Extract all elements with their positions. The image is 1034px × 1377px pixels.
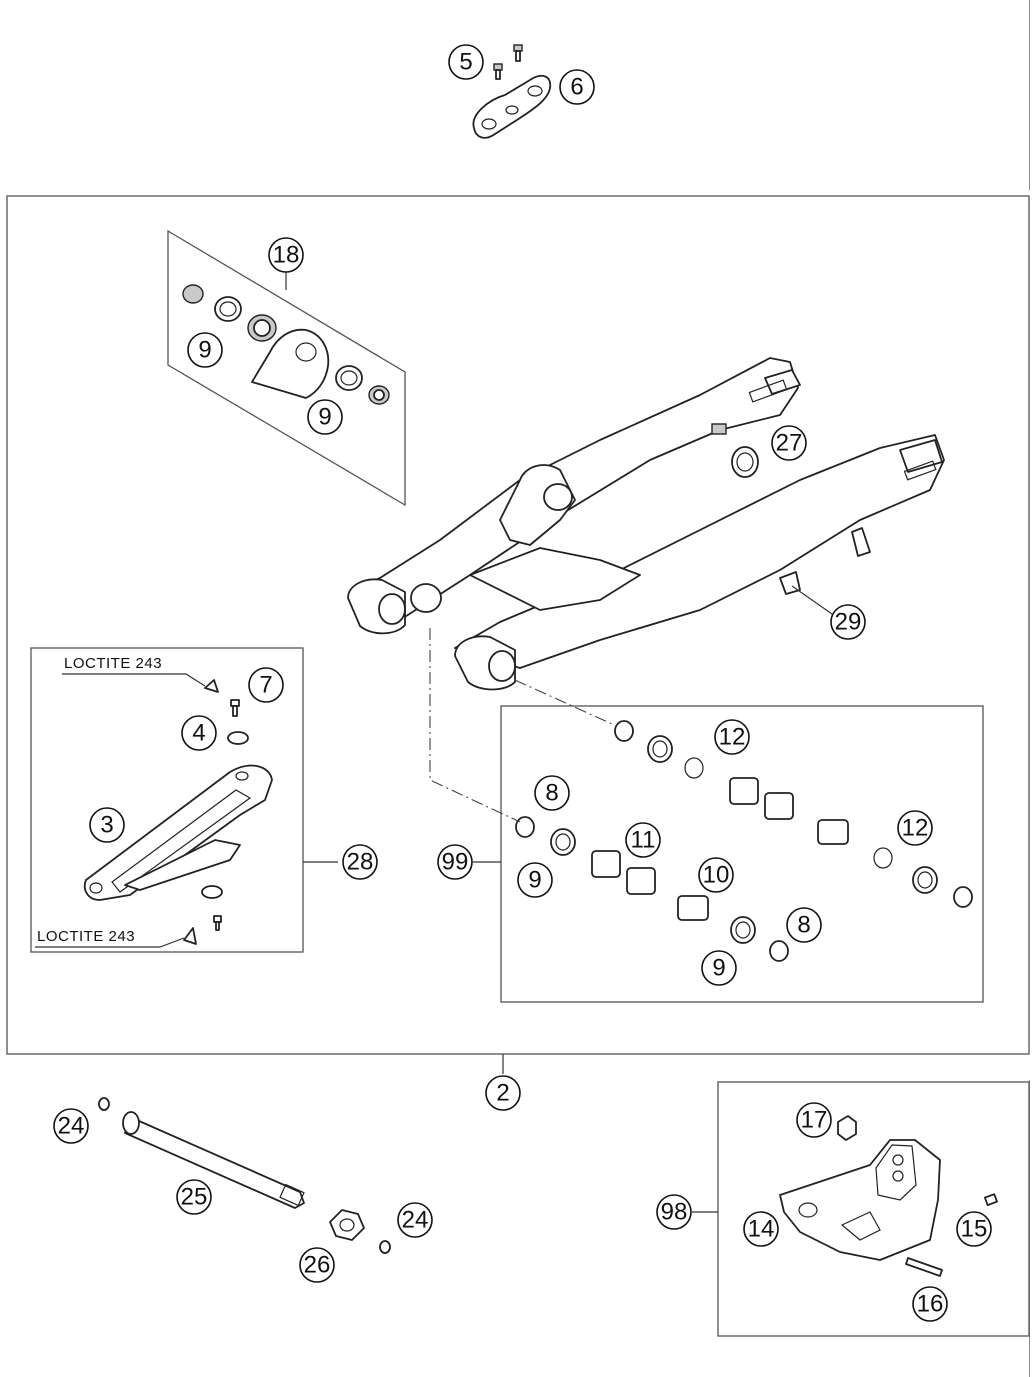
- svg-text:LOCTITE 243: LOCTITE 243: [37, 928, 135, 945]
- pivot-shaft-parts: [98, 1097, 391, 1254]
- callout-26: 26: [299, 1247, 335, 1283]
- chain-slider-frame: [30, 647, 304, 953]
- pivot-axis-line-upper: [514, 679, 613, 725]
- svg-text:26: 26: [304, 1252, 331, 1279]
- leader-29: [791, 585, 833, 615]
- callout-10: 10: [698, 857, 734, 893]
- main-assembly-frame: [6, 195, 1030, 1055]
- callout-24b: 24: [397, 1202, 433, 1238]
- pivot-kit-frame: [167, 229, 406, 507]
- callout-16: 16: [912, 1286, 948, 1322]
- svg-text:25: 25: [181, 1184, 208, 1211]
- svg-text:8: 8: [545, 780, 558, 807]
- swingarm: [347, 357, 945, 691]
- callout-9c: 9: [517, 862, 553, 898]
- callout-12b: 12: [897, 810, 933, 846]
- ring-part-27: [731, 446, 759, 478]
- svg-text:28: 28: [347, 849, 374, 876]
- bearing-kit-frame: [500, 705, 984, 1003]
- svg-text:8: 8: [797, 912, 810, 939]
- callout-11: 11: [625, 822, 661, 858]
- svg-text:29: 29: [835, 609, 862, 636]
- pivot-kit-parts: [182, 284, 390, 405]
- callout-4: 4: [181, 715, 217, 751]
- svg-text:18: 18: [273, 242, 300, 269]
- callout-18: 18: [268, 237, 304, 273]
- svg-text:14: 14: [748, 1216, 775, 1243]
- callout-12a: 12: [714, 719, 750, 755]
- callout-8a: 8: [534, 775, 570, 811]
- callout-9b: 9: [307, 399, 343, 435]
- callout-15: 15: [956, 1211, 992, 1247]
- svg-text:17: 17: [801, 1107, 828, 1134]
- svg-text:6: 6: [570, 74, 583, 101]
- bearing-kit-parts: [515, 720, 973, 962]
- callout-8b: 8: [786, 907, 822, 943]
- svg-text:12: 12: [719, 724, 746, 751]
- callout-3: 3: [89, 807, 125, 843]
- loctite-note-top: LOCTITE 243: [62, 655, 206, 687]
- svg-text:10: 10: [703, 862, 730, 889]
- callout-17: 17: [796, 1102, 832, 1138]
- svg-text:16: 16: [917, 1291, 944, 1318]
- edge-mark-top: [1029, 0, 1030, 190]
- svg-text:9: 9: [528, 867, 541, 894]
- svg-text:7: 7: [259, 672, 272, 699]
- callout-98: 98: [656, 1194, 692, 1230]
- callout-2: 2: [485, 1075, 521, 1111]
- svg-text:5: 5: [459, 49, 472, 76]
- callout-6: 6: [559, 69, 595, 105]
- callout-9a: 9: [187, 332, 223, 368]
- callout-5: 5: [448, 44, 484, 80]
- chain-guide-frame: [717, 1081, 1030, 1337]
- svg-text:4: 4: [192, 720, 205, 747]
- svg-text:3: 3: [100, 812, 113, 839]
- callout-24a: 24: [53, 1108, 89, 1144]
- svg-text:11: 11: [631, 827, 656, 854]
- callout-27: 27: [771, 425, 807, 461]
- svg-text:24: 24: [402, 1207, 429, 1234]
- svg-text:12: 12: [902, 815, 929, 842]
- svg-text:24: 24: [58, 1113, 85, 1140]
- chain-slider-top-part: [472, 44, 552, 139]
- chain-slider-parts: [83, 679, 273, 945]
- callout-28: 28: [342, 844, 378, 880]
- svg-text:9: 9: [198, 337, 211, 364]
- svg-text:9: 9: [712, 955, 725, 982]
- svg-text:LOCTITE 243: LOCTITE 243: [64, 655, 162, 672]
- svg-text:27: 27: [776, 430, 803, 457]
- svg-text:15: 15: [961, 1216, 988, 1243]
- callout-99: 99: [437, 844, 473, 880]
- svg-text:9: 9: [318, 404, 331, 431]
- callout-7: 7: [248, 667, 284, 703]
- loctite-note-bottom: LOCTITE 243: [35, 928, 185, 948]
- callout-14: 14: [743, 1211, 779, 1247]
- callout-25: 25: [176, 1179, 212, 1215]
- callout-9d: 9: [701, 950, 737, 986]
- svg-text:99: 99: [442, 849, 469, 876]
- callout-29: 29: [830, 604, 866, 640]
- pivot-axis-line-lower: [429, 628, 521, 823]
- svg-text:98: 98: [661, 1199, 688, 1226]
- chain-guide-parts: [779, 1115, 998, 1277]
- svg-text:2: 2: [496, 1080, 509, 1107]
